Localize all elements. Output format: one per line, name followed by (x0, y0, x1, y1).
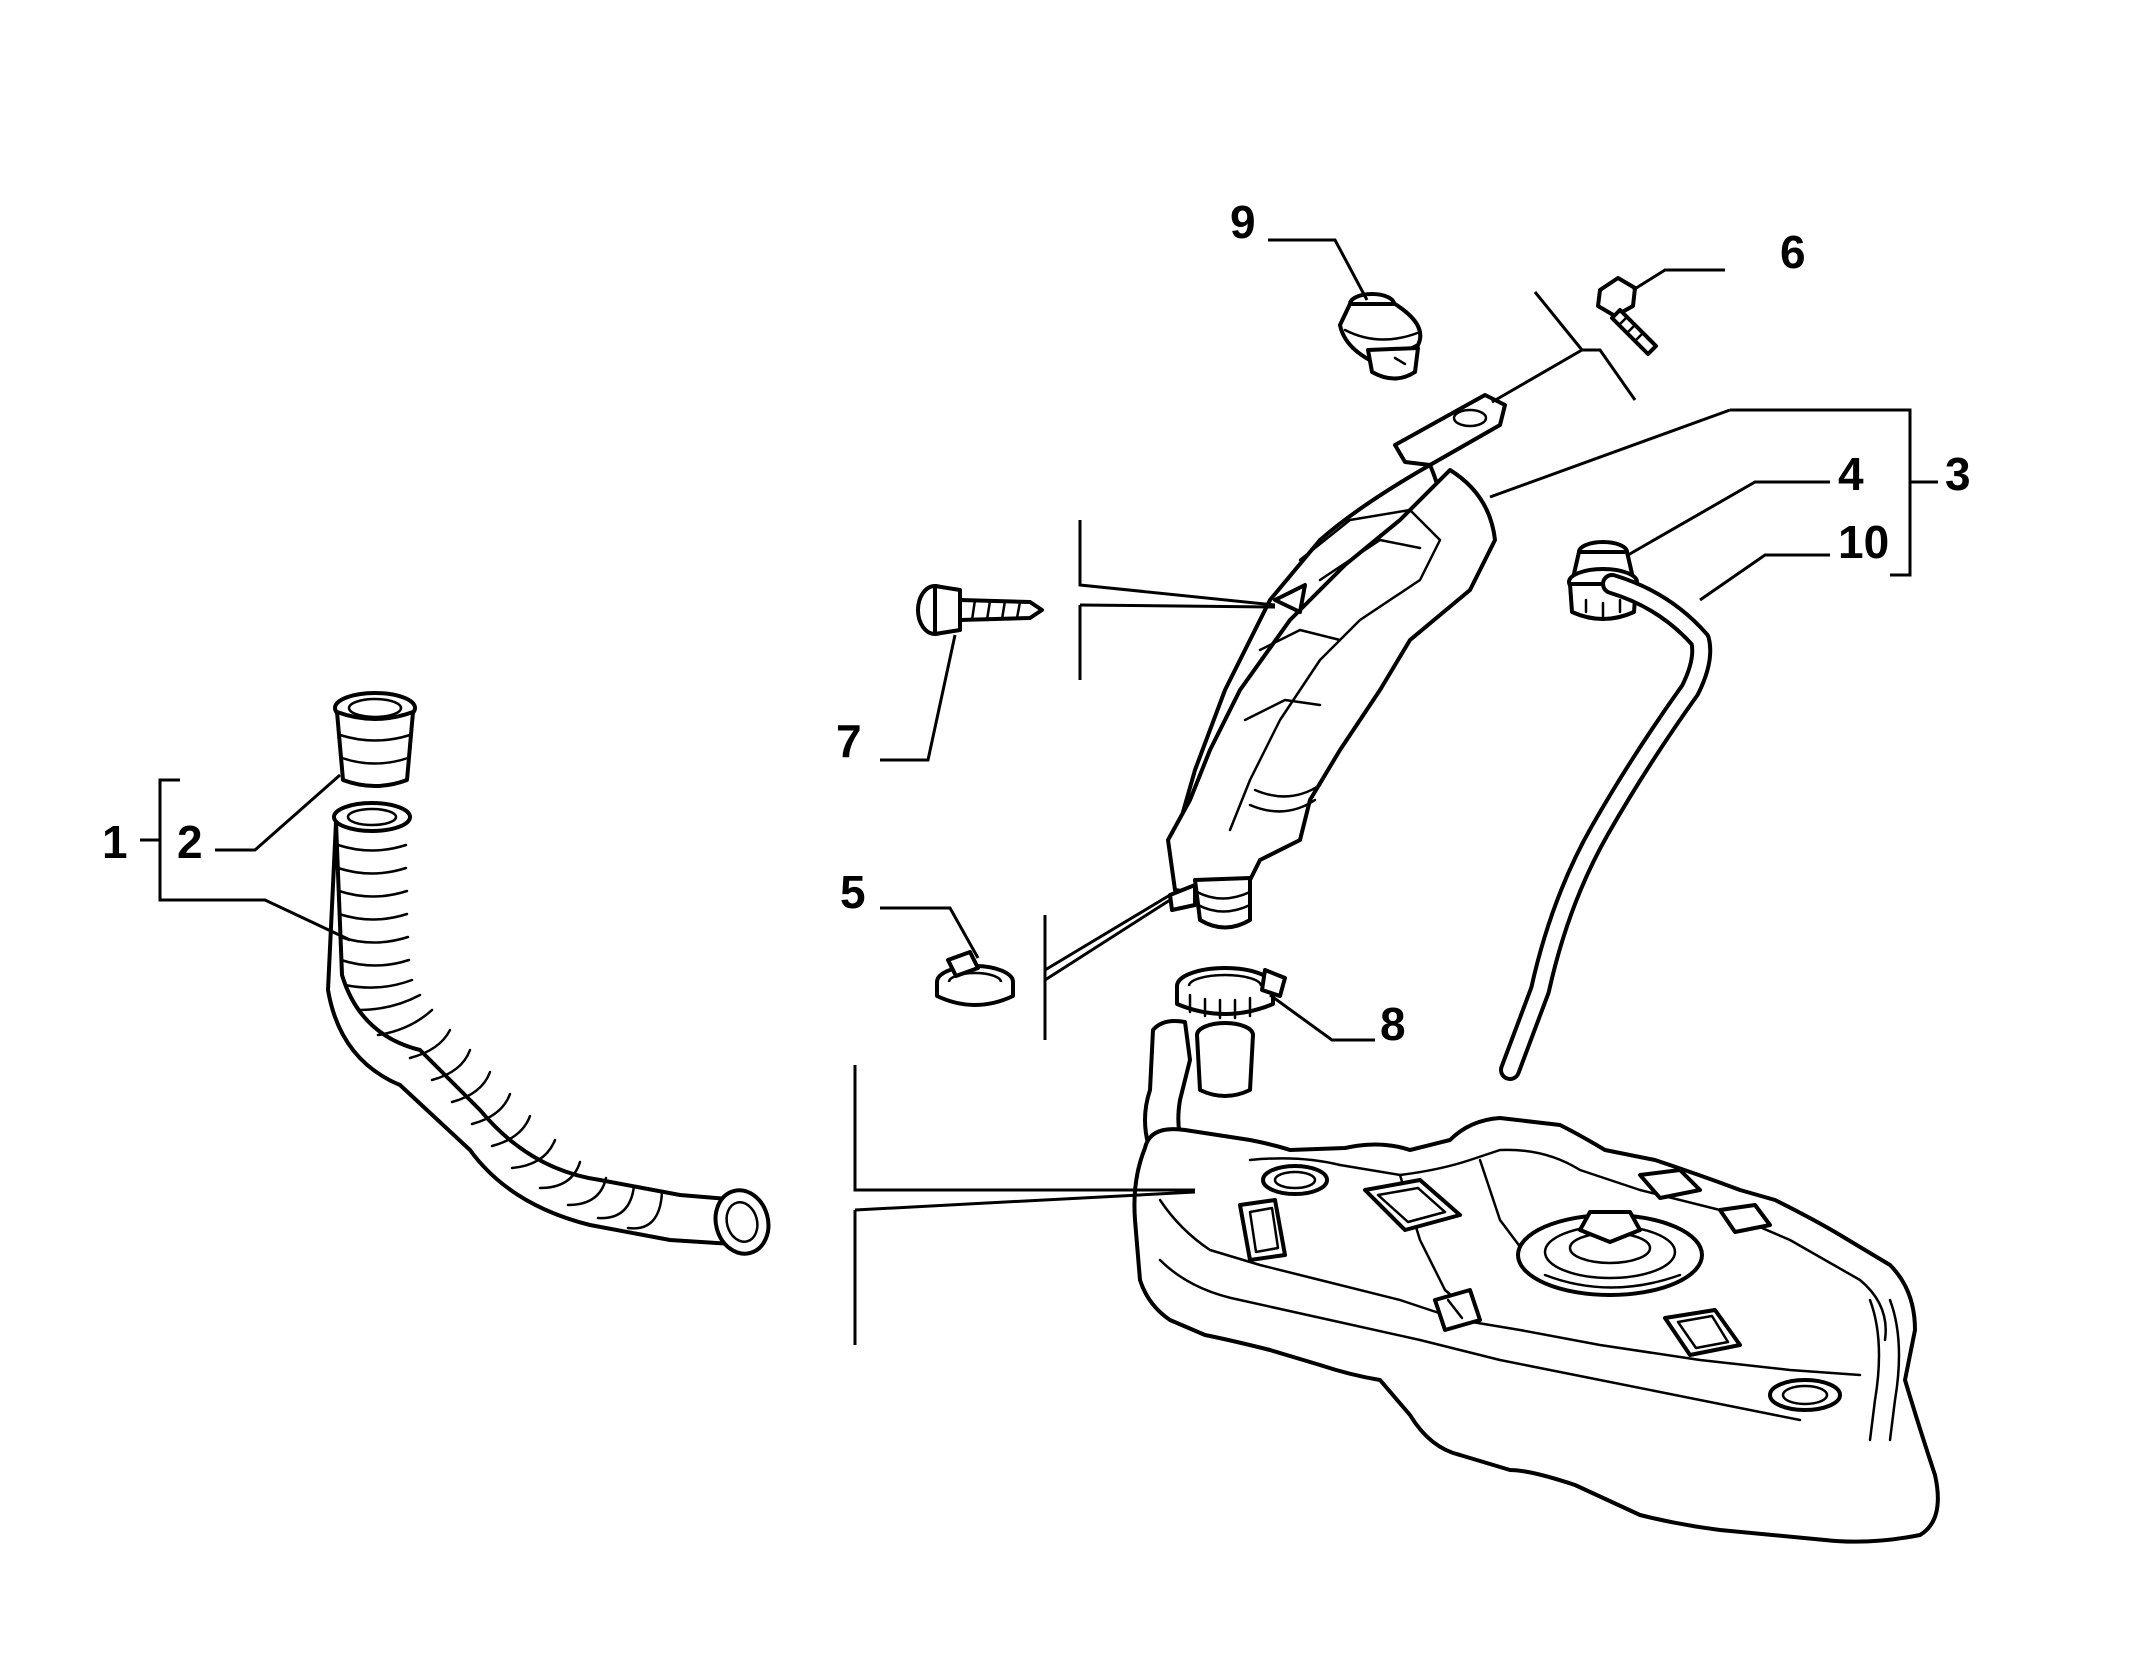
hose-clamp-part-5 (935, 950, 1015, 1007)
breather-pipe-part-10 (1499, 573, 1713, 1081)
callout-numbers: 1 2 3 4 5 6 7 8 9 10 (102, 196, 1971, 1050)
grommet-part-9 (1338, 292, 1423, 381)
filler-hose-part-1 (326, 691, 771, 1256)
callout-3: 3 (1945, 448, 1971, 500)
callout-2: 2 (177, 816, 203, 868)
fuel-tank (1132, 1019, 1940, 1544)
callout-8: 8 (1380, 998, 1406, 1050)
callout-9: 9 (1230, 196, 1256, 248)
callout-5: 5 (840, 866, 866, 918)
callout-4: 4 (1838, 448, 1864, 500)
callout-1: 1 (102, 816, 128, 868)
filler-pipe-part-3 (1166, 393, 1507, 930)
callout-6: 6 (1780, 226, 1806, 278)
callout-10: 10 (1838, 516, 1889, 568)
screw-part-7 (916, 584, 1044, 636)
bolt-part-6 (1596, 276, 1658, 356)
hose-clamp-part-8 (1175, 966, 1287, 1020)
filler-neck-part-2 (333, 691, 417, 788)
callout-7: 7 (836, 715, 862, 767)
leader-lines (140, 238, 1938, 1345)
